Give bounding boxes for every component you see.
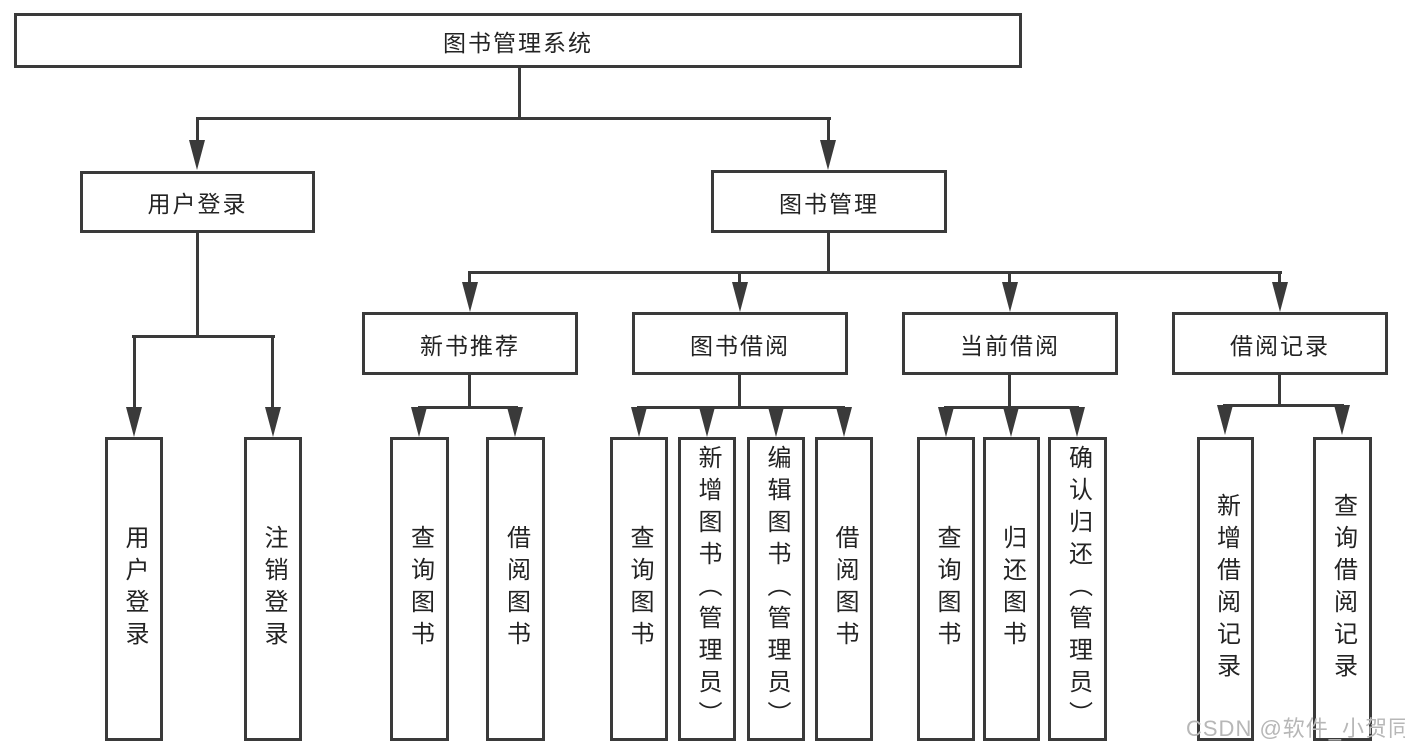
arrowhead-down-icon — [820, 140, 836, 170]
connector-hline — [468, 271, 1282, 274]
leaf-label: 查询图书 — [626, 525, 653, 653]
arrowhead-down-icon — [1002, 282, 1018, 312]
arrowhead-down-icon — [189, 140, 205, 170]
connector-vline — [271, 335, 274, 409]
node-user-login: 用户登录 — [80, 171, 315, 233]
arrowhead-down-icon — [699, 407, 715, 437]
arrowhead-down-icon — [507, 407, 523, 437]
connector-hline — [132, 335, 275, 338]
connector-vline — [827, 233, 830, 274]
node-leaf-br-add-record: 新增借阅记录 — [1197, 437, 1254, 741]
connector-vline — [738, 375, 741, 408]
leaf-label: 新增借阅记录 — [1212, 493, 1240, 685]
node-leaf-br-query-record: 查询借阅记录 — [1313, 437, 1372, 741]
arrowhead-down-icon — [732, 282, 748, 312]
connector-vline — [468, 375, 471, 408]
connector-vline — [1008, 375, 1011, 408]
arrowhead-down-icon — [631, 407, 647, 437]
node-leaf-logout: 注销登录 — [244, 437, 302, 741]
connector-hline — [196, 117, 831, 120]
leaf-label: 查询图书 — [406, 525, 434, 653]
connector-vline — [468, 271, 471, 284]
connector-vline — [196, 233, 199, 337]
node-book-borrow: 图书借阅 — [632, 312, 848, 375]
node-current-borrow: 当前借阅 — [902, 312, 1118, 375]
leaf-label: 新增图书（管理员） — [694, 445, 721, 733]
csdn-watermark: CSDN @软件_小贺同学 — [1186, 716, 1405, 741]
node-leaf-cb-return-books: 归还图书 — [983, 437, 1040, 741]
connector-vline — [1008, 271, 1011, 284]
leaf-label: 借阅图书 — [831, 525, 858, 653]
node-borrow-records: 借阅记录 — [1172, 312, 1388, 375]
connector-hline — [418, 406, 518, 409]
connector-vline — [827, 117, 830, 142]
leaf-label: 借阅图书 — [502, 525, 530, 653]
arrowhead-down-icon — [411, 407, 427, 437]
leaf-label: 用户登录 — [121, 525, 148, 653]
node-leaf-bb-query-books: 查询图书 — [610, 437, 668, 741]
node-new-book-recommend: 新书推荐 — [362, 312, 578, 375]
node-leaf-bb-borrow-books: 借阅图书 — [815, 437, 873, 741]
leaf-label: 编辑图书（管理员） — [763, 445, 790, 733]
leaf-label: 归还图书 — [998, 525, 1026, 653]
node-leaf-cb-query-books: 查询图书 — [917, 437, 975, 741]
node-leaf-user-login: 用户登录 — [105, 437, 163, 741]
arrowhead-down-icon — [126, 407, 142, 437]
connector-vline — [518, 68, 521, 119]
arrowhead-down-icon — [1217, 405, 1233, 435]
arrowhead-down-icon — [265, 407, 281, 437]
connector-vline — [1278, 271, 1281, 284]
node-leaf-bb-add-books-admin: 新增图书（管理员） — [678, 437, 736, 741]
arrowhead-down-icon — [1003, 407, 1019, 437]
arrowhead-down-icon — [768, 407, 784, 437]
leaf-label: 查询借阅记录 — [1329, 493, 1357, 685]
arrowhead-down-icon — [1334, 405, 1350, 435]
leaf-label: 查询图书 — [933, 525, 960, 653]
arrowhead-down-icon — [938, 407, 954, 437]
arrowhead-down-icon — [1069, 407, 1085, 437]
node-leaf-bb-edit-books-admin: 编辑图书（管理员） — [747, 437, 805, 741]
leaf-label: 确认归还（管理员） — [1064, 445, 1092, 733]
connector-hline — [637, 406, 845, 409]
node-leaf-cb-confirm-return-admin: 确认归还（管理员） — [1048, 437, 1107, 741]
node-root: 图书管理系统 — [14, 13, 1022, 68]
connector-vline — [738, 271, 741, 284]
arrowhead-down-icon — [462, 282, 478, 312]
connector-vline — [196, 117, 199, 142]
connector-vline — [133, 335, 136, 409]
connector-vline — [1278, 375, 1281, 406]
arrowhead-down-icon — [836, 407, 852, 437]
node-leaf-nb-query-books: 查询图书 — [390, 437, 449, 741]
leaf-label: 注销登录 — [260, 525, 287, 653]
arrowhead-down-icon — [1272, 282, 1288, 312]
connector-hline — [1223, 404, 1344, 407]
node-book-management: 图书管理 — [711, 170, 947, 233]
node-leaf-nb-borrow-books: 借阅图书 — [486, 437, 545, 741]
